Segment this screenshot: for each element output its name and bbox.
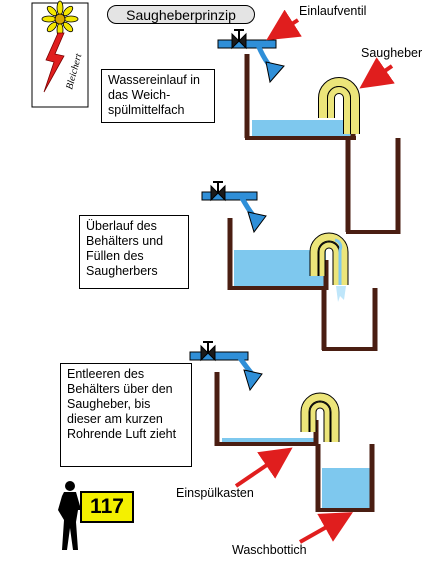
pipe-2 (201, 181, 258, 202)
siphon-3 (300, 392, 340, 442)
stage-2 (201, 181, 378, 351)
pointer-arrows (234, 9, 395, 544)
stage-1 (217, 29, 401, 234)
arrow-inlet-valve (266, 9, 302, 41)
logo: Bleichert (31, 0, 89, 108)
step-1-description: Wassereinlauf in das Weich-spülmittelfac… (101, 69, 215, 123)
lightning-icon (43, 32, 65, 93)
siphon-2 (309, 232, 349, 285)
label-flush-box: Einspülkasten (176, 486, 254, 500)
sun-icon (41, 0, 79, 38)
siphon-1 (318, 77, 360, 134)
arrow-siphon (359, 57, 395, 89)
step-3-description: Entleeren des Behälters über den Saugheb… (60, 363, 192, 467)
stage-3 (189, 341, 375, 512)
pipe-1 (217, 29, 277, 50)
diagram-title: Saugheberprinzip (107, 5, 255, 24)
label-wash-tub: Waschbottich (232, 543, 307, 557)
pipe-3 (189, 341, 249, 362)
label-siphon: Saugheber (361, 46, 423, 60)
arrow-wash-tub (299, 512, 353, 544)
person-icon (58, 481, 84, 550)
page-number-badge: 117 (80, 491, 134, 523)
arrow-flush-box (234, 447, 293, 488)
label-inlet-valve: Einlaufventil (299, 4, 367, 18)
step-2-description: Überlauf des Behälters und Füllen des Sa… (79, 215, 189, 289)
